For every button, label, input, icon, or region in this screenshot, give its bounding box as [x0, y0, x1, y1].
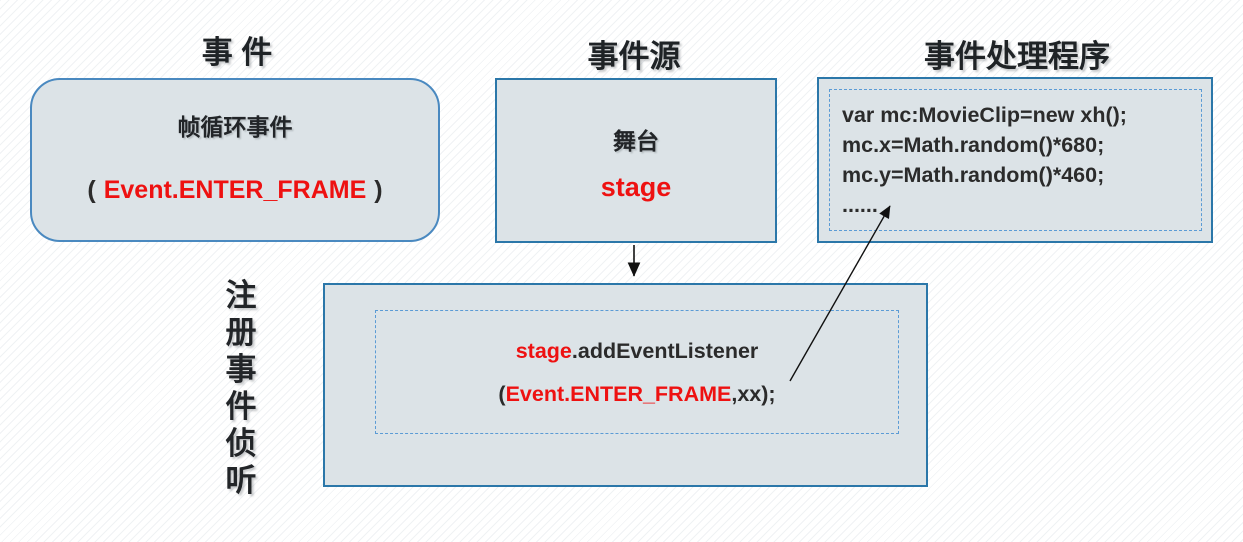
header-event-handler: 事件处理程序 — [924, 39, 1110, 74]
register-stage-ref: stage — [515, 339, 572, 363]
register-listener-box: stage.addEventListener (Event.ENTER_FRAM… — [323, 283, 928, 487]
code-line: mc.x=Math.random()*680; — [842, 133, 1105, 157]
side-label-char: 事 — [225, 352, 257, 387]
handler-code-block: var mc:MovieClip=new xh(); mc.x=Math.ran… — [842, 100, 1127, 220]
event-constant: Event.ENTER_FRAME — [103, 176, 367, 204]
side-label-register-listening: 注 册 事 件 侦 听 — [222, 280, 260, 496]
side-label-char: 册 — [225, 315, 257, 350]
event-handler-box: var mc:MovieClip=new xh(); mc.x=Math.ran… — [817, 77, 1213, 243]
event-box-title: 帧循环事件 — [177, 114, 293, 140]
event-box: 帧循环事件 (Event.ENTER_FRAME) — [30, 78, 440, 242]
register-method: .addEventListener — [571, 339, 759, 363]
side-label-char: 侦 — [225, 426, 257, 461]
side-label-char: 注 — [225, 278, 257, 313]
code-line: var mc:MovieClip=new xh(); — [842, 103, 1127, 127]
event-box-code: (Event.ENTER_FRAME) — [32, 176, 438, 205]
paren-open: ( — [498, 382, 506, 406]
source-box-title: 舞台 — [613, 128, 659, 154]
paren-close: ) — [374, 176, 383, 204]
register-code-line-1: stage.addEventListener — [376, 339, 898, 364]
register-dashed-border: stage.addEventListener (Event.ENTER_FRAM… — [375, 310, 899, 434]
register-args: ,xx); — [731, 382, 776, 406]
handler-code-dashed-border — [829, 89, 1202, 231]
header-event-source: 事件源 — [587, 39, 681, 74]
paren-open: ( — [87, 176, 96, 204]
register-code-line-2: (Event.ENTER_FRAME,xx); — [376, 382, 898, 407]
source-box-code: stage — [600, 172, 672, 202]
event-source-box: 舞台 stage — [495, 78, 777, 243]
register-event-constant: Event.ENTER_FRAME — [505, 382, 732, 406]
side-label-char: 听 — [225, 463, 257, 498]
side-label-char: 件 — [225, 389, 257, 424]
code-line: ...... — [842, 193, 878, 217]
code-line: mc.y=Math.random()*460; — [842, 163, 1105, 187]
header-event: 事 件 — [201, 35, 273, 70]
